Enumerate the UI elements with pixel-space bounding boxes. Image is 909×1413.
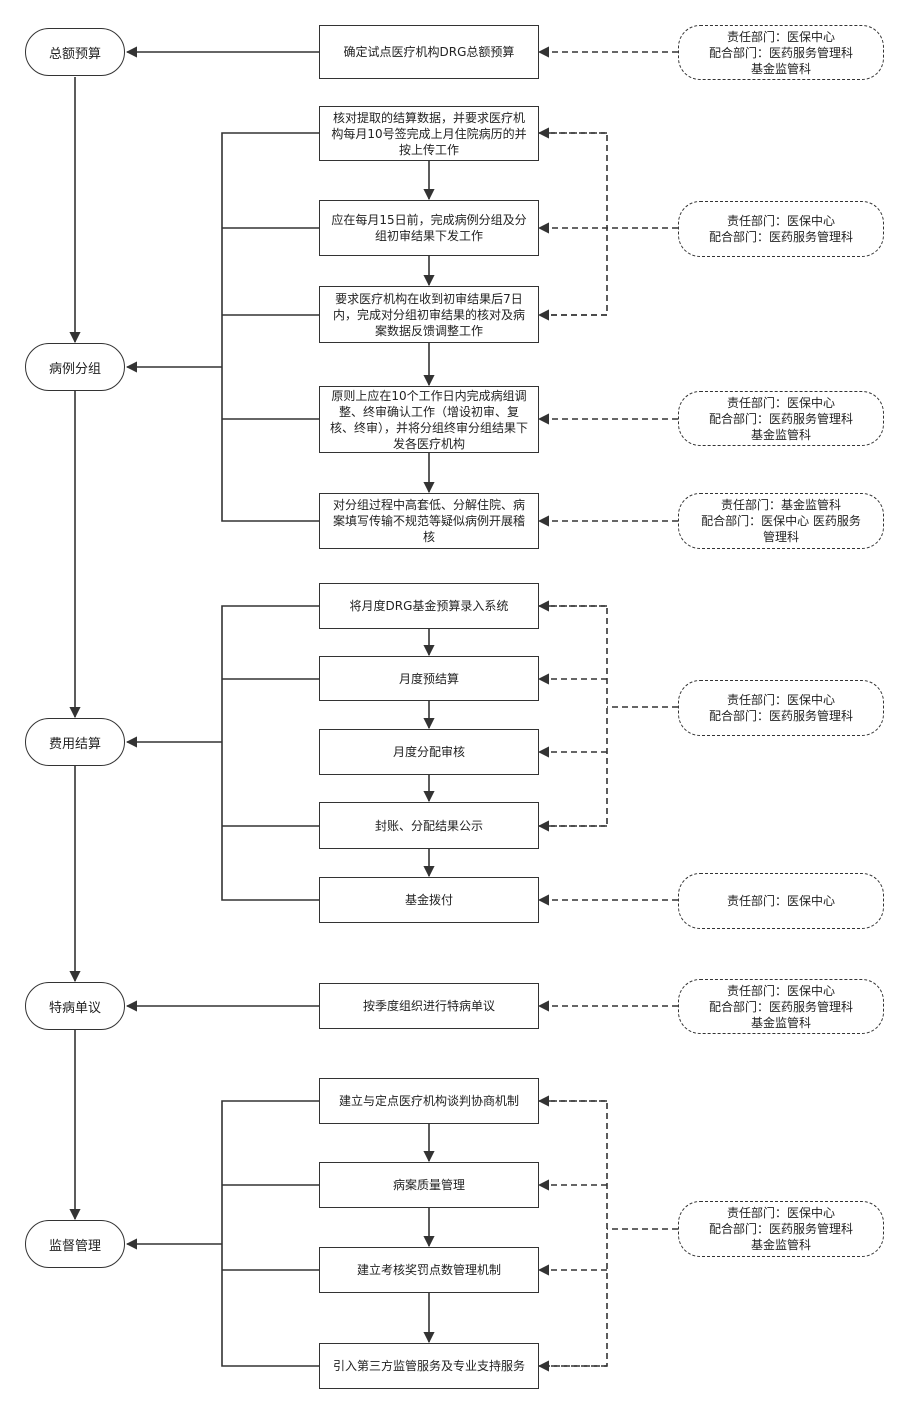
department-line: 配合部门：医药服务管理科 <box>708 1222 853 1236</box>
department-box: 责任部门：医保中心 配合部门：医药服务管理科 基金监管科 <box>678 1201 884 1257</box>
department-box: 责任部门：医保中心 <box>678 873 884 929</box>
department-line: 责任部门：医保中心 <box>726 983 835 998</box>
task-monthly-allocation-review: 月度分配审核 <box>319 729 539 775</box>
department-line: 基金监管科 <box>750 61 811 76</box>
task-case-quality-management: 病案质量管理 <box>319 1162 539 1208</box>
stage-fee-settlement: 费用结算 <box>25 718 125 766</box>
task-negotiation-mechanism: 建立与定点医疗机构谈判协商机制 <box>319 1078 539 1124</box>
stage-special-case-review: 特病单议 <box>25 982 125 1030</box>
department-line: 基金监管科 <box>750 427 811 442</box>
department-line: 配合部门：医保中心 医药服务 <box>701 514 861 528</box>
task-enter-monthly-budget: 将月度DRG基金预算录入系统 <box>319 583 539 629</box>
department-line: 责任部门：医保中心 <box>726 395 835 410</box>
task-quarterly-special-review: 按季度组织进行特病单议 <box>319 983 539 1029</box>
department-line: 基金监管科 <box>750 1015 811 1030</box>
department-line: 管理科 <box>762 530 799 544</box>
department-box: 责任部门：医保中心 配合部门：医药服务管理科 <box>678 201 884 257</box>
department-box: 责任部门：基金监管科 配合部门：医保中心 医药服务 管理科 <box>678 493 884 549</box>
department-line: 责任部门：医保中心 <box>726 894 835 908</box>
task-final-review: 原则上应在10个工作日内完成病组调整、终审确认工作（增设初审、复核、终审），并将… <box>319 386 539 453</box>
task-audit-suspicious-cases: 对分组过程中高套低、分解住院、病案填写传输不规范等疑似病例开展稽核 <box>319 493 539 549</box>
department-box: 责任部门：医保中心 配合部门：医药服务管理科 基金监管科 <box>678 979 884 1034</box>
task-initial-grouping: 应在每月15日前，完成病例分组及分组初审结果下发工作 <box>319 200 539 256</box>
department-line: 责任部门：医保中心 <box>726 693 835 707</box>
stage-total-budget: 总额预算 <box>25 28 125 76</box>
task-assessment-points-mechanism: 建立考核奖罚点数管理机制 <box>319 1247 539 1293</box>
task-monthly-pre-settlement: 月度预结算 <box>319 656 539 701</box>
task-third-party-supervision: 引入第三方监管服务及专业支持服务 <box>319 1343 539 1389</box>
department-line: 责任部门：医保中心 <box>726 29 835 44</box>
task-feedback-adjustment: 要求医疗机构在收到初审结果后7日内，完成对分组初审结果的核对及病案数据反馈调整工… <box>319 286 539 343</box>
department-line: 责任部门：医保中心 <box>726 1206 835 1220</box>
task-total-budget: 确定试点医疗机构DRG总额预算 <box>319 25 539 79</box>
department-line: 责任部门：医保中心 <box>726 214 835 228</box>
department-line: 配合部门：医药服务管理科 <box>708 999 853 1014</box>
department-box: 责任部门：医保中心 配合部门：医药服务管理科 基金监管科 <box>678 391 884 446</box>
department-box: 责任部门：医保中心 配合部门：医药服务管理科 基金监管科 <box>678 25 884 80</box>
department-line: 配合部门：医药服务管理科 <box>708 230 853 244</box>
department-line: 责任部门：基金监管科 <box>720 498 841 512</box>
department-box: 责任部门：医保中心 配合部门：医药服务管理科 <box>678 680 884 736</box>
task-fund-disbursement: 基金拨付 <box>319 877 539 923</box>
department-line: 基金监管科 <box>750 1238 811 1252</box>
department-line: 配合部门：医药服务管理科 <box>708 411 853 426</box>
department-line: 配合部门：医药服务管理科 <box>708 709 853 723</box>
department-line: 配合部门：医药服务管理科 <box>708 45 853 60</box>
stage-case-grouping: 病例分组 <box>25 343 125 391</box>
task-verify-settlement-data: 核对提取的结算数据，并要求医疗机构每月10号签完成上月住院病历的并按上传工作 <box>319 106 539 161</box>
stage-supervision: 监督管理 <box>25 1220 125 1268</box>
task-close-and-publish: 封账、分配结果公示 <box>319 802 539 849</box>
